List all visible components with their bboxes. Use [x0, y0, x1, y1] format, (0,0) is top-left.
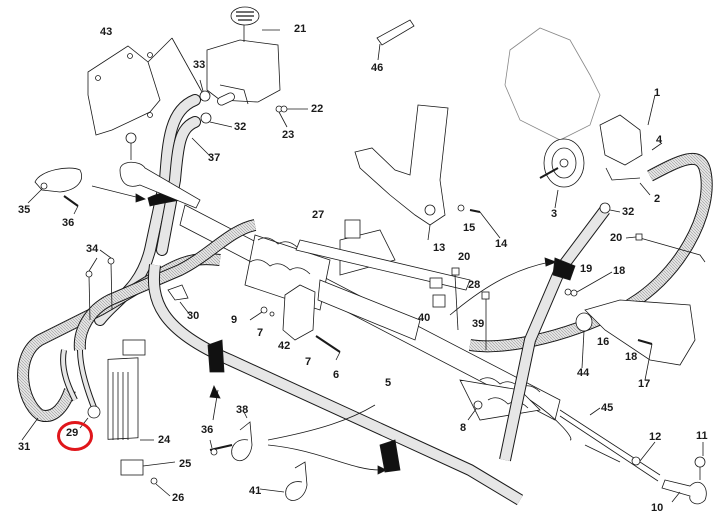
callout-27[interactable]: 27 [312, 209, 325, 221]
callout-30[interactable]: 30 [187, 310, 200, 322]
callout-32-lower[interactable]: 32 [622, 206, 635, 218]
callout-32-upper[interactable]: 32 [234, 121, 247, 133]
callout-41[interactable]: 41 [249, 485, 262, 497]
clamp-35 [27, 167, 82, 215]
p-clip-41 [285, 461, 308, 501]
callout-18-lower[interactable]: 18 [625, 351, 638, 363]
callout-18-upper[interactable]: 18 [613, 265, 626, 277]
callout-33[interactable]: 33 [193, 59, 206, 71]
callout-8[interactable]: 8 [460, 422, 467, 434]
reservoir-21 [206, 6, 281, 106]
callout-3[interactable]: 3 [551, 208, 558, 220]
callout-17[interactable]: 17 [638, 378, 651, 390]
callout-19[interactable]: 19 [580, 263, 593, 275]
hose-clip-32 [200, 112, 212, 124]
callout-24[interactable]: 24 [158, 434, 171, 446]
oil-cooler-24 [107, 339, 176, 497]
callout-2[interactable]: 2 [654, 193, 661, 205]
callout-36-upper[interactable]: 36 [62, 217, 75, 229]
callout-31[interactable]: 31 [18, 441, 31, 453]
callout-11[interactable]: 11 [696, 430, 708, 442]
callout-39[interactable]: 39 [472, 318, 485, 330]
callout-46[interactable]: 46 [371, 62, 384, 74]
callout-14[interactable]: 14 [495, 238, 508, 250]
callout-35[interactable]: 35 [18, 204, 31, 216]
callout-9[interactable]: 9 [231, 314, 238, 326]
callout-36-lower[interactable]: 36 [201, 424, 214, 436]
callout-21[interactable]: 21 [294, 23, 307, 35]
callout-6[interactable]: 6 [333, 369, 340, 381]
callout-13[interactable]: 13 [433, 242, 446, 254]
callout-29[interactable]: 29 [66, 427, 79, 439]
callout-20-upper[interactable]: 20 [610, 232, 623, 244]
callout-4[interactable]: 4 [656, 134, 663, 146]
callout-45[interactable]: 45 [601, 402, 614, 414]
callout-44[interactable]: 44 [577, 367, 590, 379]
callout-40[interactable]: 40 [418, 312, 431, 324]
steering-pump-1 [504, 27, 663, 209]
bracket-plate-43 [87, 37, 203, 136]
callout-20-lower[interactable]: 20 [458, 251, 471, 263]
callout-22[interactable]: 22 [311, 103, 324, 115]
callout-26[interactable]: 26 [172, 492, 185, 504]
callout-37[interactable]: 37 [208, 152, 221, 164]
callout-7-upper[interactable]: 7 [257, 327, 264, 339]
callout-5[interactable]: 5 [385, 377, 392, 389]
callout-34[interactable]: 34 [86, 243, 99, 255]
callout-28[interactable]: 28 [468, 279, 481, 291]
track-rod-end-left [119, 132, 201, 209]
steering-rack-5 [179, 204, 661, 482]
heat-shield-13 [354, 104, 449, 226]
callout-38[interactable]: 38 [236, 404, 249, 416]
bracket-16 [584, 299, 696, 366]
callout-1[interactable]: 1 [654, 87, 661, 99]
callout-43[interactable]: 43 [100, 26, 113, 38]
callout-10[interactable]: 10 [651, 502, 664, 514]
callout-7-lower[interactable]: 7 [305, 356, 312, 368]
highlight-ring [57, 421, 93, 451]
callout-25[interactable]: 25 [179, 458, 192, 470]
callout-16[interactable]: 16 [597, 336, 610, 348]
callout-23[interactable]: 23 [282, 129, 295, 141]
mounting-bracket-42 [282, 284, 316, 341]
callout-12[interactable]: 12 [649, 431, 662, 443]
p-clip-38 [231, 421, 253, 462]
hose-clip-33 [199, 90, 211, 102]
strip-pad-46 [376, 19, 415, 61]
callout-42[interactable]: 42 [278, 340, 291, 352]
callout-15[interactable]: 15 [463, 222, 476, 234]
